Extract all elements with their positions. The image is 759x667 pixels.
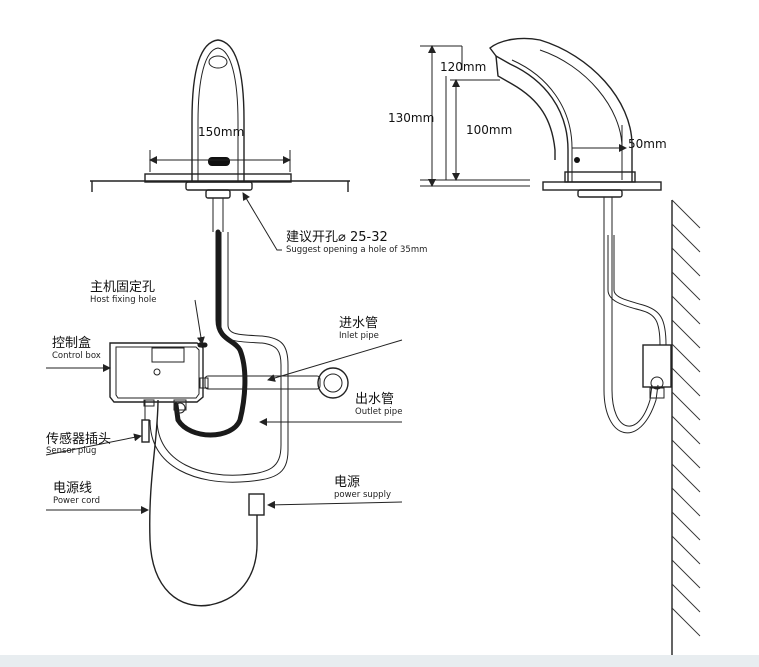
inlet-valve [317, 367, 349, 399]
sensor-plug-label-en: Sensor plug [46, 446, 96, 456]
host-fixing-label-en: Host fixing hole [90, 295, 156, 305]
power-supply-label-en: power supply [334, 490, 391, 500]
side-hose [603, 235, 659, 434]
outlet-pipe-label-en: Outlet pipe [355, 407, 402, 417]
inlet-pipe [204, 375, 321, 390]
front-sensor-window [208, 157, 230, 166]
front-countertop [90, 180, 350, 192]
side-total-height: 130mm [388, 111, 434, 125]
power-cord-label-en: Power cord [53, 496, 100, 506]
control-box-label-cn: 控制盒 [52, 335, 91, 351]
inlet-hose-outline [149, 232, 289, 483]
power-supply-label-cn: 电源 [334, 475, 360, 490]
side-wall-box [642, 344, 672, 388]
front-width-dimension: 150mm [198, 125, 244, 139]
control-box-label-en: Control box [52, 351, 101, 361]
side-sensor-height: 100mm [466, 123, 512, 137]
front-hoses [141, 229, 349, 607]
power-supply-box [248, 493, 265, 516]
side-countertop [542, 181, 662, 191]
front-faucet-body [191, 39, 245, 181]
sensor-plug-label-cn: 传感器插头 [46, 431, 111, 447]
control-box [109, 342, 204, 414]
inlet-pipe-label-en: Inlet pipe [339, 331, 379, 341]
front-leader-lines [45, 192, 403, 514]
front-labels: 建议开孔⌀ 25-32 Suggest opening a hole of 35… [46, 230, 427, 506]
power-cord-label-cn: 电源线 [53, 481, 92, 496]
bottom-band [0, 655, 759, 667]
hole-label-cn: 建议开孔⌀ 25-32 [286, 230, 388, 245]
hole-label-en: Suggest opening a hole of 35mm [286, 245, 427, 255]
power-cord [149, 399, 258, 607]
inlet-pipe-label-cn: 进水管 [339, 316, 378, 331]
sensor-plug [141, 419, 150, 443]
side-faucet-spout [495, 54, 569, 182]
front-faucet-view: 150mm [90, 39, 350, 232]
host-fixing-label-cn: 主机固定孔 [90, 280, 155, 295]
side-faucet-view: 130mm 120mm 100mm 50mm [388, 37, 701, 655]
side-spout-height: 120mm [440, 60, 486, 74]
side-spout-reach: 50mm [628, 137, 667, 151]
outlet-pipe-label-cn: 出水管 [355, 392, 394, 407]
